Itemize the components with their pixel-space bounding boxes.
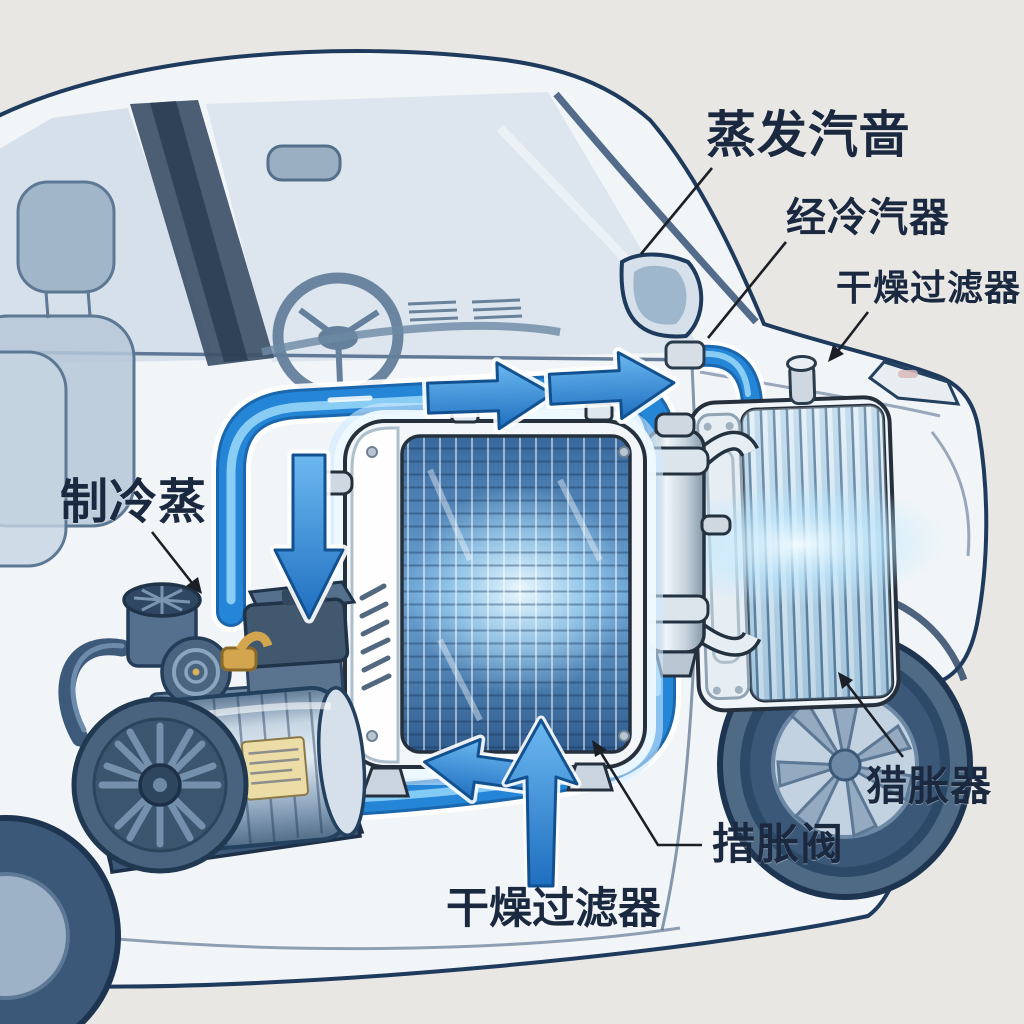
compressor-unit [58, 580, 367, 874]
dash-vents [407, 298, 523, 322]
expansion-valve-callout-arrow [592, 740, 702, 847]
label-evaporator: 蒸发汽啬 [706, 106, 910, 164]
flow-arrow-down [269, 449, 349, 624]
a-pillar [553, 91, 759, 325]
evaporator-callout-line [639, 167, 714, 255]
seats [0, 180, 136, 568]
b-pillar-stripe [150, 101, 248, 362]
condenser-callout-line [706, 241, 788, 339]
flow-arrow-right-2 [543, 347, 680, 425]
flow-arrows [269, 347, 680, 891]
rearview-mirror [266, 144, 342, 182]
rocker-line [29, 926, 681, 951]
label-expansion-device: 猎胀器 [866, 762, 992, 810]
dashboard [261, 322, 561, 356]
condenser-finned-unit [649, 354, 950, 713]
headlight [867, 360, 961, 406]
label-condenser: 经冷汽器 [786, 195, 950, 241]
label-drier-filter-top: 干燥过滤器 [836, 268, 1022, 309]
flow-arrow-up [501, 715, 582, 891]
compressor-fan-disc [71, 696, 249, 874]
drier-top-callout-arrow [828, 311, 870, 362]
flow-arrow-right-1 [422, 357, 558, 435]
label-compressor: 制冷蒸 [60, 474, 208, 530]
evaporator-vents [359, 583, 392, 691]
label-drier-filter-bottom: 干燥过滤器 [446, 884, 661, 934]
label-expansion-valve: 措胀阀 [712, 820, 844, 870]
annotation-lines [150, 167, 905, 847]
expansion-device-callout-arrow [838, 672, 905, 758]
side-mirror [619, 252, 704, 339]
compressor-callout-arrow [150, 531, 202, 594]
rear-wheel [0, 815, 121, 1024]
bumper-line [930, 431, 971, 557]
